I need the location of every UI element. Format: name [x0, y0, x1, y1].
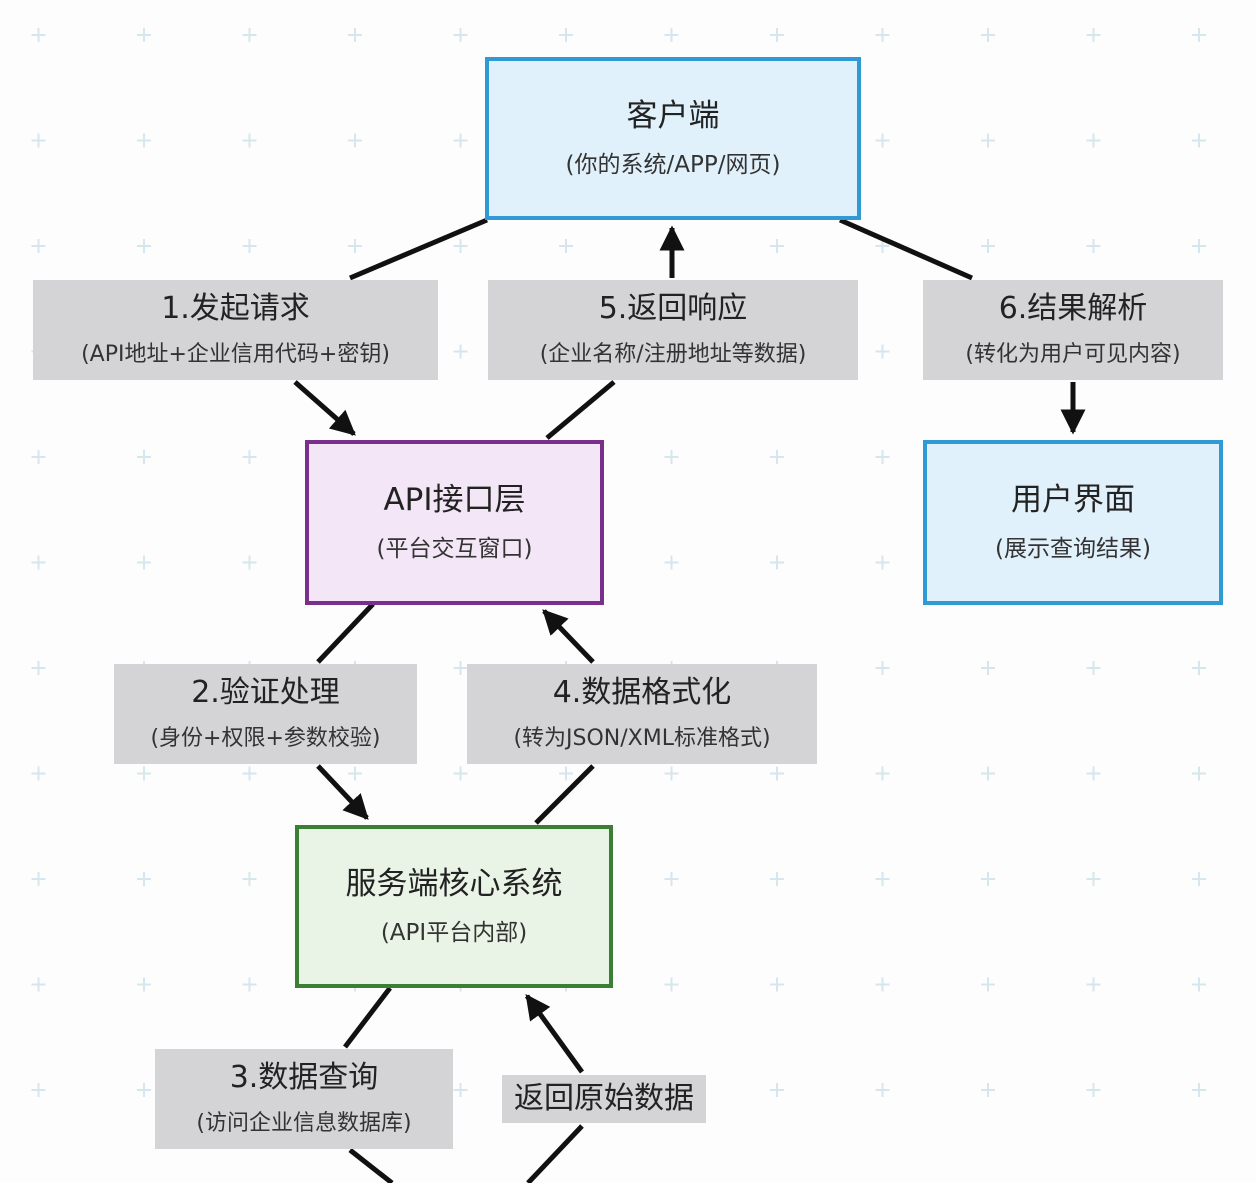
- edge-api-to-step2: [316, 602, 375, 664]
- step1-subtitle: (API地址+企业信用代码+密钥): [81, 342, 390, 367]
- step4-title: 4.数据格式化: [552, 675, 732, 710]
- return-raw-label: 返回原始数据: [502, 1075, 706, 1123]
- server-core-subtitle: (API平台内部): [380, 919, 528, 946]
- return-raw-title: 返回原始数据: [514, 1081, 694, 1116]
- step1-title: 1.发起请求: [161, 291, 310, 326]
- step3-title: 3.数据查询: [229, 1060, 379, 1095]
- api-layer-title: API接口层: [383, 481, 526, 518]
- step3-subtitle: (访问企业信息数据库): [196, 1111, 412, 1136]
- edge-client-to-step6: [838, 217, 974, 281]
- step6-label: 6.结果解析 (转化为用户可见内容): [923, 280, 1223, 380]
- edge-step3-to-db: [348, 1148, 394, 1183]
- edge-api-to-step5: [545, 380, 616, 440]
- api-layer-node: API接口层 (平台交互窗口): [305, 440, 604, 605]
- edge-step4-to-api: [542, 609, 595, 664]
- server-core-title: 服务端核心系统: [345, 865, 563, 902]
- step6-title: 6.结果解析: [998, 291, 1148, 326]
- client-title: 客户端: [626, 97, 720, 134]
- step4-label: 4.数据格式化 (转为JSON/XML标准格式): [467, 664, 817, 764]
- edge-raw-to-server: [524, 993, 585, 1074]
- api-layer-subtitle: (平台交互窗口): [376, 535, 533, 562]
- step1-label: 1.发起请求 (API地址+企业信用代码+密钥): [33, 280, 438, 380]
- server-core-node: 服务端核心系统 (API平台内部): [295, 825, 613, 988]
- step5-subtitle: (企业名称/注册地址等数据): [539, 342, 807, 367]
- step3-label: 3.数据查询 (访问企业信息数据库): [155, 1049, 453, 1149]
- step4-subtitle: (转为JSON/XML标准格式): [513, 726, 771, 751]
- user-ui-subtitle: (展示查询结果): [995, 535, 1151, 562]
- edge-step2-to-server: [316, 764, 369, 820]
- step5-label: 5.返回响应 (企业名称/注册地址等数据): [488, 280, 858, 380]
- step2-subtitle: (身份+权限+参数校验): [150, 726, 381, 751]
- edge-server-to-step4: [534, 764, 595, 825]
- edge-db-to-raw: [526, 1124, 584, 1183]
- user-ui-node: 用户界面 (展示查询结果): [923, 440, 1223, 605]
- edge-step1-to-api: [293, 380, 356, 436]
- client-subtitle: (你的系统/APP/网页): [565, 151, 781, 178]
- client-node: 客户端 (你的系统/APP/网页): [485, 57, 861, 220]
- edge-client-to-step1: [349, 217, 488, 281]
- step6-subtitle: (转化为用户可见内容): [965, 342, 1181, 367]
- step5-title: 5.返回响应: [598, 291, 748, 326]
- step2-title: 2.验证处理: [191, 675, 340, 710]
- edge-server-to-step3: [343, 986, 392, 1049]
- step2-label: 2.验证处理 (身份+权限+参数校验): [114, 664, 417, 764]
- user-ui-title: 用户界面: [1011, 481, 1135, 518]
